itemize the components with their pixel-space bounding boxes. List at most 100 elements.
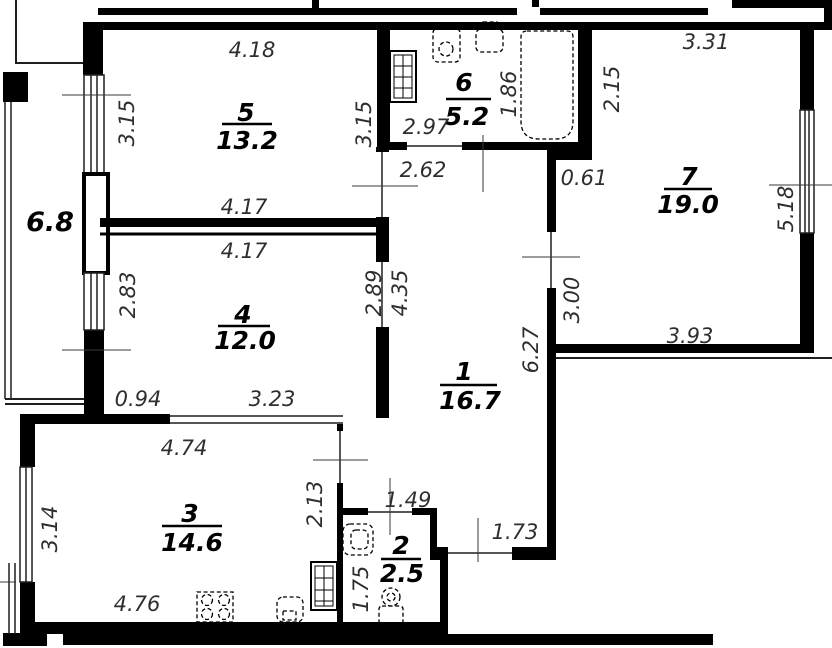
dim-323: 3.23 [249, 387, 296, 411]
corridor-wall-stub-top [376, 147, 389, 152]
dimension-labels: 4.18 3.31 2.97 2.62 0.61 4.17 4.17 3.93 … [38, 30, 798, 616]
room6-area: 5.2 [445, 102, 489, 131]
dim-476: 4.76 [114, 592, 161, 616]
room1-number: 1 [455, 357, 472, 386]
dim-262: 2.62 [400, 158, 447, 182]
dim-417a: 4.17 [221, 195, 268, 219]
dim-393: 3.93 [667, 324, 714, 348]
dim-297: 2.97 [403, 115, 450, 139]
room3-right-wall [337, 483, 343, 508]
room6-bottom-wall-right [462, 142, 578, 150]
room3-left-wall-lower [20, 582, 35, 626]
hall-right-wall-lower [547, 288, 556, 560]
bottom-left-block [3, 633, 47, 646]
room5-number: 5 [237, 98, 254, 127]
sink-room2 [342, 523, 374, 556]
window-room3-left [19, 466, 33, 583]
hall-right-wall-upper [547, 160, 556, 232]
dim-173: 1.73 [492, 520, 539, 544]
top-right-corner [824, 0, 832, 26]
sink-room3 [276, 596, 304, 623]
toilet-room6 [475, 21, 504, 53]
wall-room6-room7 [578, 22, 592, 150]
dim-474: 4.74 [161, 436, 208, 460]
room2-left-wall [337, 508, 343, 625]
fixtures [196, 21, 574, 625]
left-wall-lower-block [84, 330, 104, 418]
dim-213: 2.13 [303, 481, 327, 528]
dim-186: 1.86 [497, 71, 521, 118]
room3-number: 3 [181, 499, 198, 528]
dimension-ticks [0, 94, 832, 583]
balcony-area-label: 6.8 [26, 207, 74, 238]
bottom-bar [63, 634, 713, 645]
room7-area: 19.0 [657, 190, 719, 219]
room5-area: 13.2 [216, 126, 278, 155]
wall-room5-room4 [100, 218, 388, 227]
top-wall [83, 22, 832, 30]
dim-175: 1.75 [349, 566, 373, 613]
room2-area: 2.5 [380, 559, 424, 588]
top-bar-right [732, 0, 832, 8]
dim-215: 2.15 [600, 66, 624, 113]
corridor-wall-mid [376, 217, 389, 262]
room6-number: 6 [455, 68, 472, 97]
dim-331: 3.31 [683, 30, 730, 54]
dim-314: 3.14 [38, 506, 62, 553]
dim-149: 1.49 [385, 488, 432, 512]
top-bar-left [98, 8, 517, 15]
room2-number: 2 [392, 531, 409, 560]
dim-627: 6.27 [519, 326, 543, 373]
balcony-corner-block [3, 72, 28, 102]
room3-right-wall-stub [337, 424, 343, 431]
dim-518: 5.18 [774, 186, 798, 233]
door-openings [339, 145, 552, 554]
left-wall-upper [83, 22, 103, 75]
room2-top-wall-right [412, 508, 437, 515]
dim-418: 4.18 [229, 38, 276, 62]
window-room4-left [83, 272, 105, 331]
room3-left-wall-upper [20, 414, 35, 467]
top-bar-mid [540, 8, 708, 15]
sink-room6 [432, 27, 461, 63]
bathtub [520, 30, 574, 140]
corridor-wall-bottom [376, 327, 389, 418]
room7-bottom-wall [556, 344, 814, 353]
right-wall-upper [800, 22, 814, 110]
dim-417b: 4.17 [221, 239, 268, 263]
top-mark-1 [312, 0, 319, 8]
dim-300: 3.00 [560, 277, 584, 324]
room2-right-wall-upper [430, 508, 437, 547]
dim-283: 2.83 [116, 272, 140, 319]
room7-number: 7 [680, 162, 698, 191]
room3-top-wall-thick [20, 414, 170, 424]
room2-right-wall-lower [440, 560, 448, 625]
window-room7-right [799, 109, 815, 234]
dim-094: 0.94 [115, 387, 162, 411]
stove [196, 591, 234, 623]
toilet-room2 [378, 587, 404, 625]
room6-bottom-wall-left [377, 142, 407, 150]
room2-step-wall [430, 547, 448, 560]
dim-289: 2.89 [362, 270, 386, 317]
radiator-appliance [310, 561, 338, 611]
room4-area: 12.0 [214, 326, 276, 355]
room1-area: 16.7 [439, 386, 501, 415]
dim-315-left: 3.15 [115, 100, 139, 147]
section-bars [3, 0, 832, 646]
right-wall-lower [800, 233, 814, 353]
window-room5-left [83, 74, 105, 175]
dim-435: 4.35 [388, 270, 412, 317]
room4-number: 4 [233, 300, 251, 329]
entry-wall [512, 547, 548, 560]
hall-jog-wall [547, 148, 592, 160]
room-labels: 5 13.2 6 5.2 7 19.0 4 12.0 1 16.7 3 14.6… [26, 68, 719, 588]
dim-061: 0.61 [561, 166, 608, 190]
interior-walls [20, 22, 592, 625]
room2-top-wall-left [343, 508, 368, 515]
windows [19, 74, 815, 583]
room3-area: 14.6 [161, 528, 223, 557]
wall-room5-room6 [377, 22, 390, 147]
top-mark-2 [532, 0, 539, 7]
